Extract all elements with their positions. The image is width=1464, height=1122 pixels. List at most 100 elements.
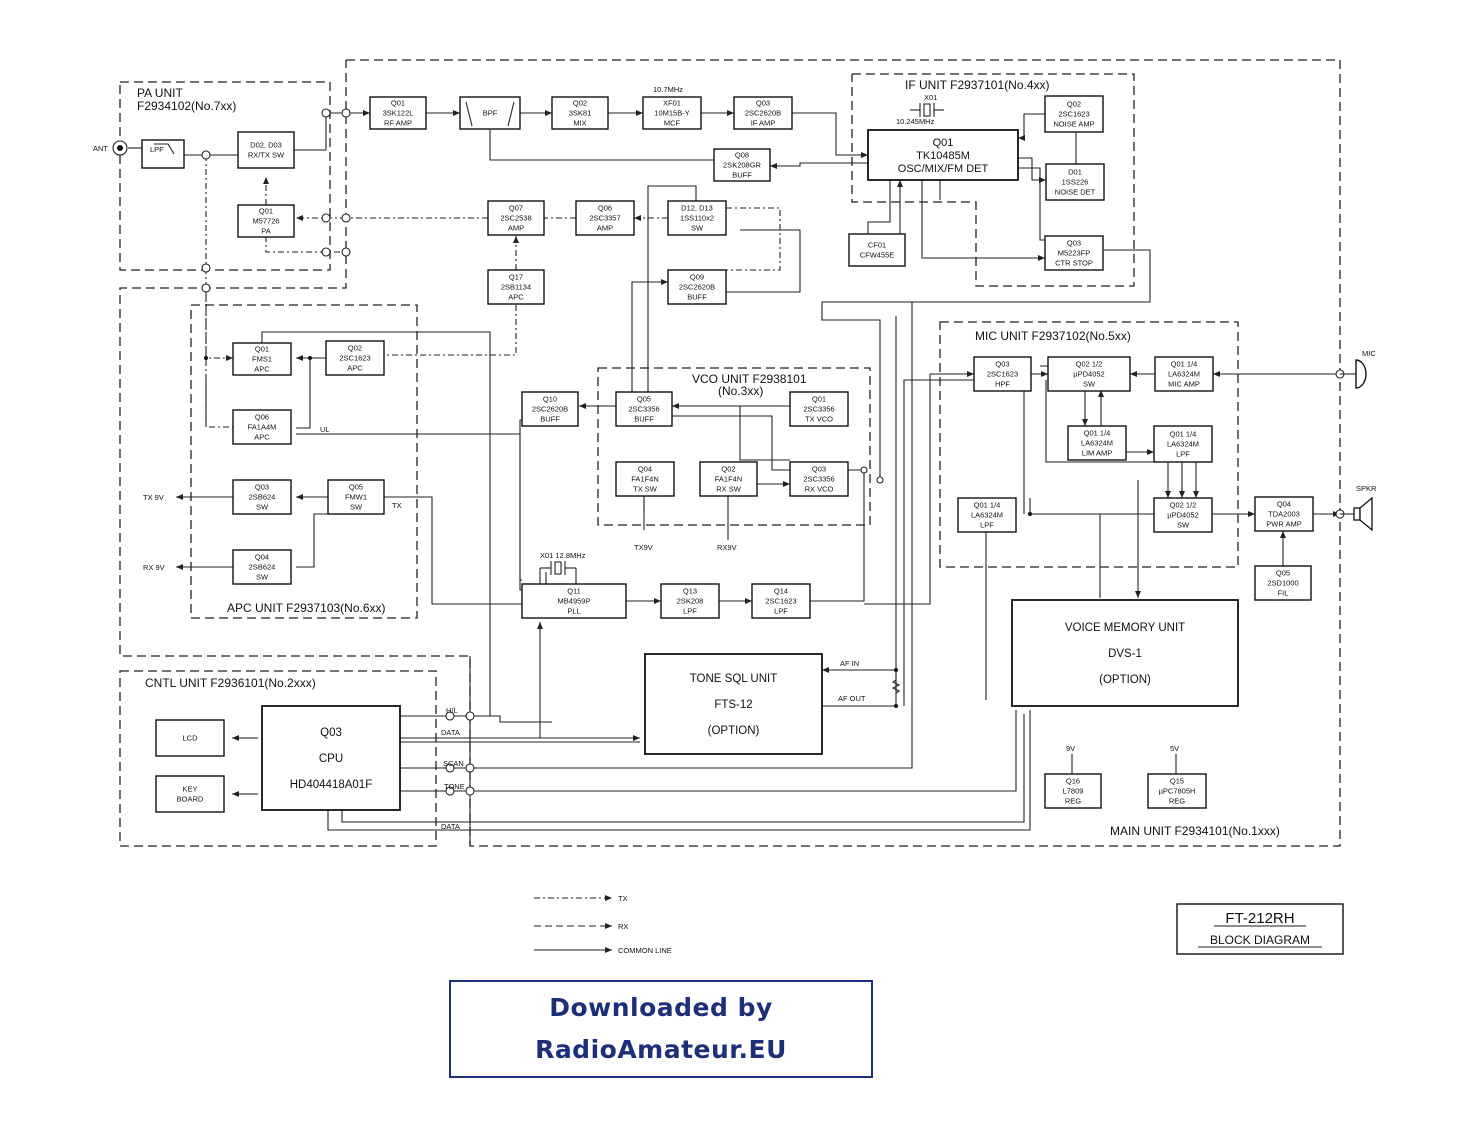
block-text: Q08 <box>735 151 749 160</box>
block-text: NOISE AMP <box>1053 120 1094 129</box>
block-text: Q10 <box>543 395 557 404</box>
block-box <box>325 340 385 376</box>
block-box <box>642 96 702 130</box>
block-text: Q02 1/2 <box>1170 501 1197 510</box>
block-text: RF AMP <box>384 119 412 128</box>
microphone-icon <box>1340 359 1367 389</box>
block-text: FA1F4N <box>715 475 743 484</box>
block-box <box>973 356 1032 392</box>
block-text: TONE SQL UNIT <box>690 673 778 685</box>
block-text: SW <box>691 224 704 233</box>
block-box <box>751 583 811 619</box>
pa-unit-outline <box>119 81 331 271</box>
block-box <box>667 200 727 236</box>
block-box <box>1067 425 1127 461</box>
block-box <box>232 479 292 515</box>
block-text: TK10485M <box>916 150 970 162</box>
block-text: FA1F4N <box>631 475 659 484</box>
block-text: MCF <box>664 119 681 128</box>
block-text: 2SC2620B <box>532 405 568 414</box>
block-text: PWR AMP <box>1266 520 1301 529</box>
block-text: AMP <box>597 224 613 233</box>
block-box <box>1254 565 1312 601</box>
block-text: D02, D03 <box>250 141 282 150</box>
block-text: 2SB624 <box>249 563 276 572</box>
rx9v-vco-label: RX9V <box>717 543 737 552</box>
block-text: 1SS110x2 <box>680 214 714 223</box>
block-text: CFW455E <box>860 251 895 260</box>
signal-lines <box>128 110 1340 846</box>
block-bpf: BPF <box>459 96 521 130</box>
af-in-label: AF IN <box>840 659 859 668</box>
block-text: VOICE MEMORY UNIT <box>1065 622 1185 634</box>
block-text: LA6324M <box>1168 370 1200 379</box>
block-text: Q01 <box>812 395 826 404</box>
block-box <box>789 391 849 427</box>
block-text: µPD4052 <box>1073 370 1104 379</box>
block-box <box>699 461 758 497</box>
af-out-label: AF OUT <box>838 694 866 703</box>
block-text: MIC AMP <box>1168 380 1200 389</box>
cntl-unit-outline <box>119 670 437 847</box>
block-text: 2SC3356 <box>803 405 834 414</box>
legend: TX RX COMMON LINE <box>534 894 672 955</box>
block-text: SW <box>256 573 269 582</box>
block-box <box>733 96 793 130</box>
data-label: DATA <box>441 728 460 737</box>
block-text: µPC7805H <box>1159 787 1196 796</box>
block-text: FMS1 <box>252 355 272 364</box>
block-text: Q04 <box>255 553 269 562</box>
block-text: CTR STOP <box>1055 259 1093 268</box>
block-text: Q01 <box>391 99 405 108</box>
block-text: Q03 <box>255 483 269 492</box>
block-box <box>789 461 849 497</box>
block-text: SW <box>256 503 269 512</box>
block-text: Q14 <box>774 587 788 596</box>
block-text: LA6324M <box>1167 440 1199 449</box>
block-box <box>660 583 720 619</box>
x01-pll-label: X01 12.8MHz <box>540 551 586 560</box>
block-text: Q01 <box>255 345 269 354</box>
block-box <box>1011 599 1239 707</box>
block-text: 2SC2538 <box>500 214 531 223</box>
vco-unit-outline <box>597 367 871 526</box>
block-text: Q11 <box>567 587 581 596</box>
block-text: 2SC2620B <box>745 109 781 118</box>
x01-if-label: X01 <box>924 93 937 102</box>
block-text: RX VCO <box>805 485 834 494</box>
block-box <box>1045 163 1105 201</box>
block-text: Q06 <box>598 204 612 213</box>
block-text: 1SS226 <box>1062 178 1089 187</box>
block-text: 2SB624 <box>249 493 276 502</box>
block-box <box>237 204 295 238</box>
block-lcd: LCD <box>155 719 225 757</box>
block-text: M5223FP <box>1058 249 1091 258</box>
data2-label: DATA <box>441 822 460 831</box>
block-text: L7809 <box>1063 787 1084 796</box>
block-text: Q02 <box>721 465 735 474</box>
pa-unit-name: PA UNIT <box>137 86 183 100</box>
block-box <box>1044 235 1104 271</box>
block-box <box>1153 425 1213 463</box>
block-text: 2SK208GR <box>723 161 762 170</box>
block-text: 10M15B-Y <box>654 109 689 118</box>
block-text: 2SC1623 <box>339 354 370 363</box>
block-text: Q05 <box>349 483 363 492</box>
block-text: LPF <box>980 521 994 530</box>
